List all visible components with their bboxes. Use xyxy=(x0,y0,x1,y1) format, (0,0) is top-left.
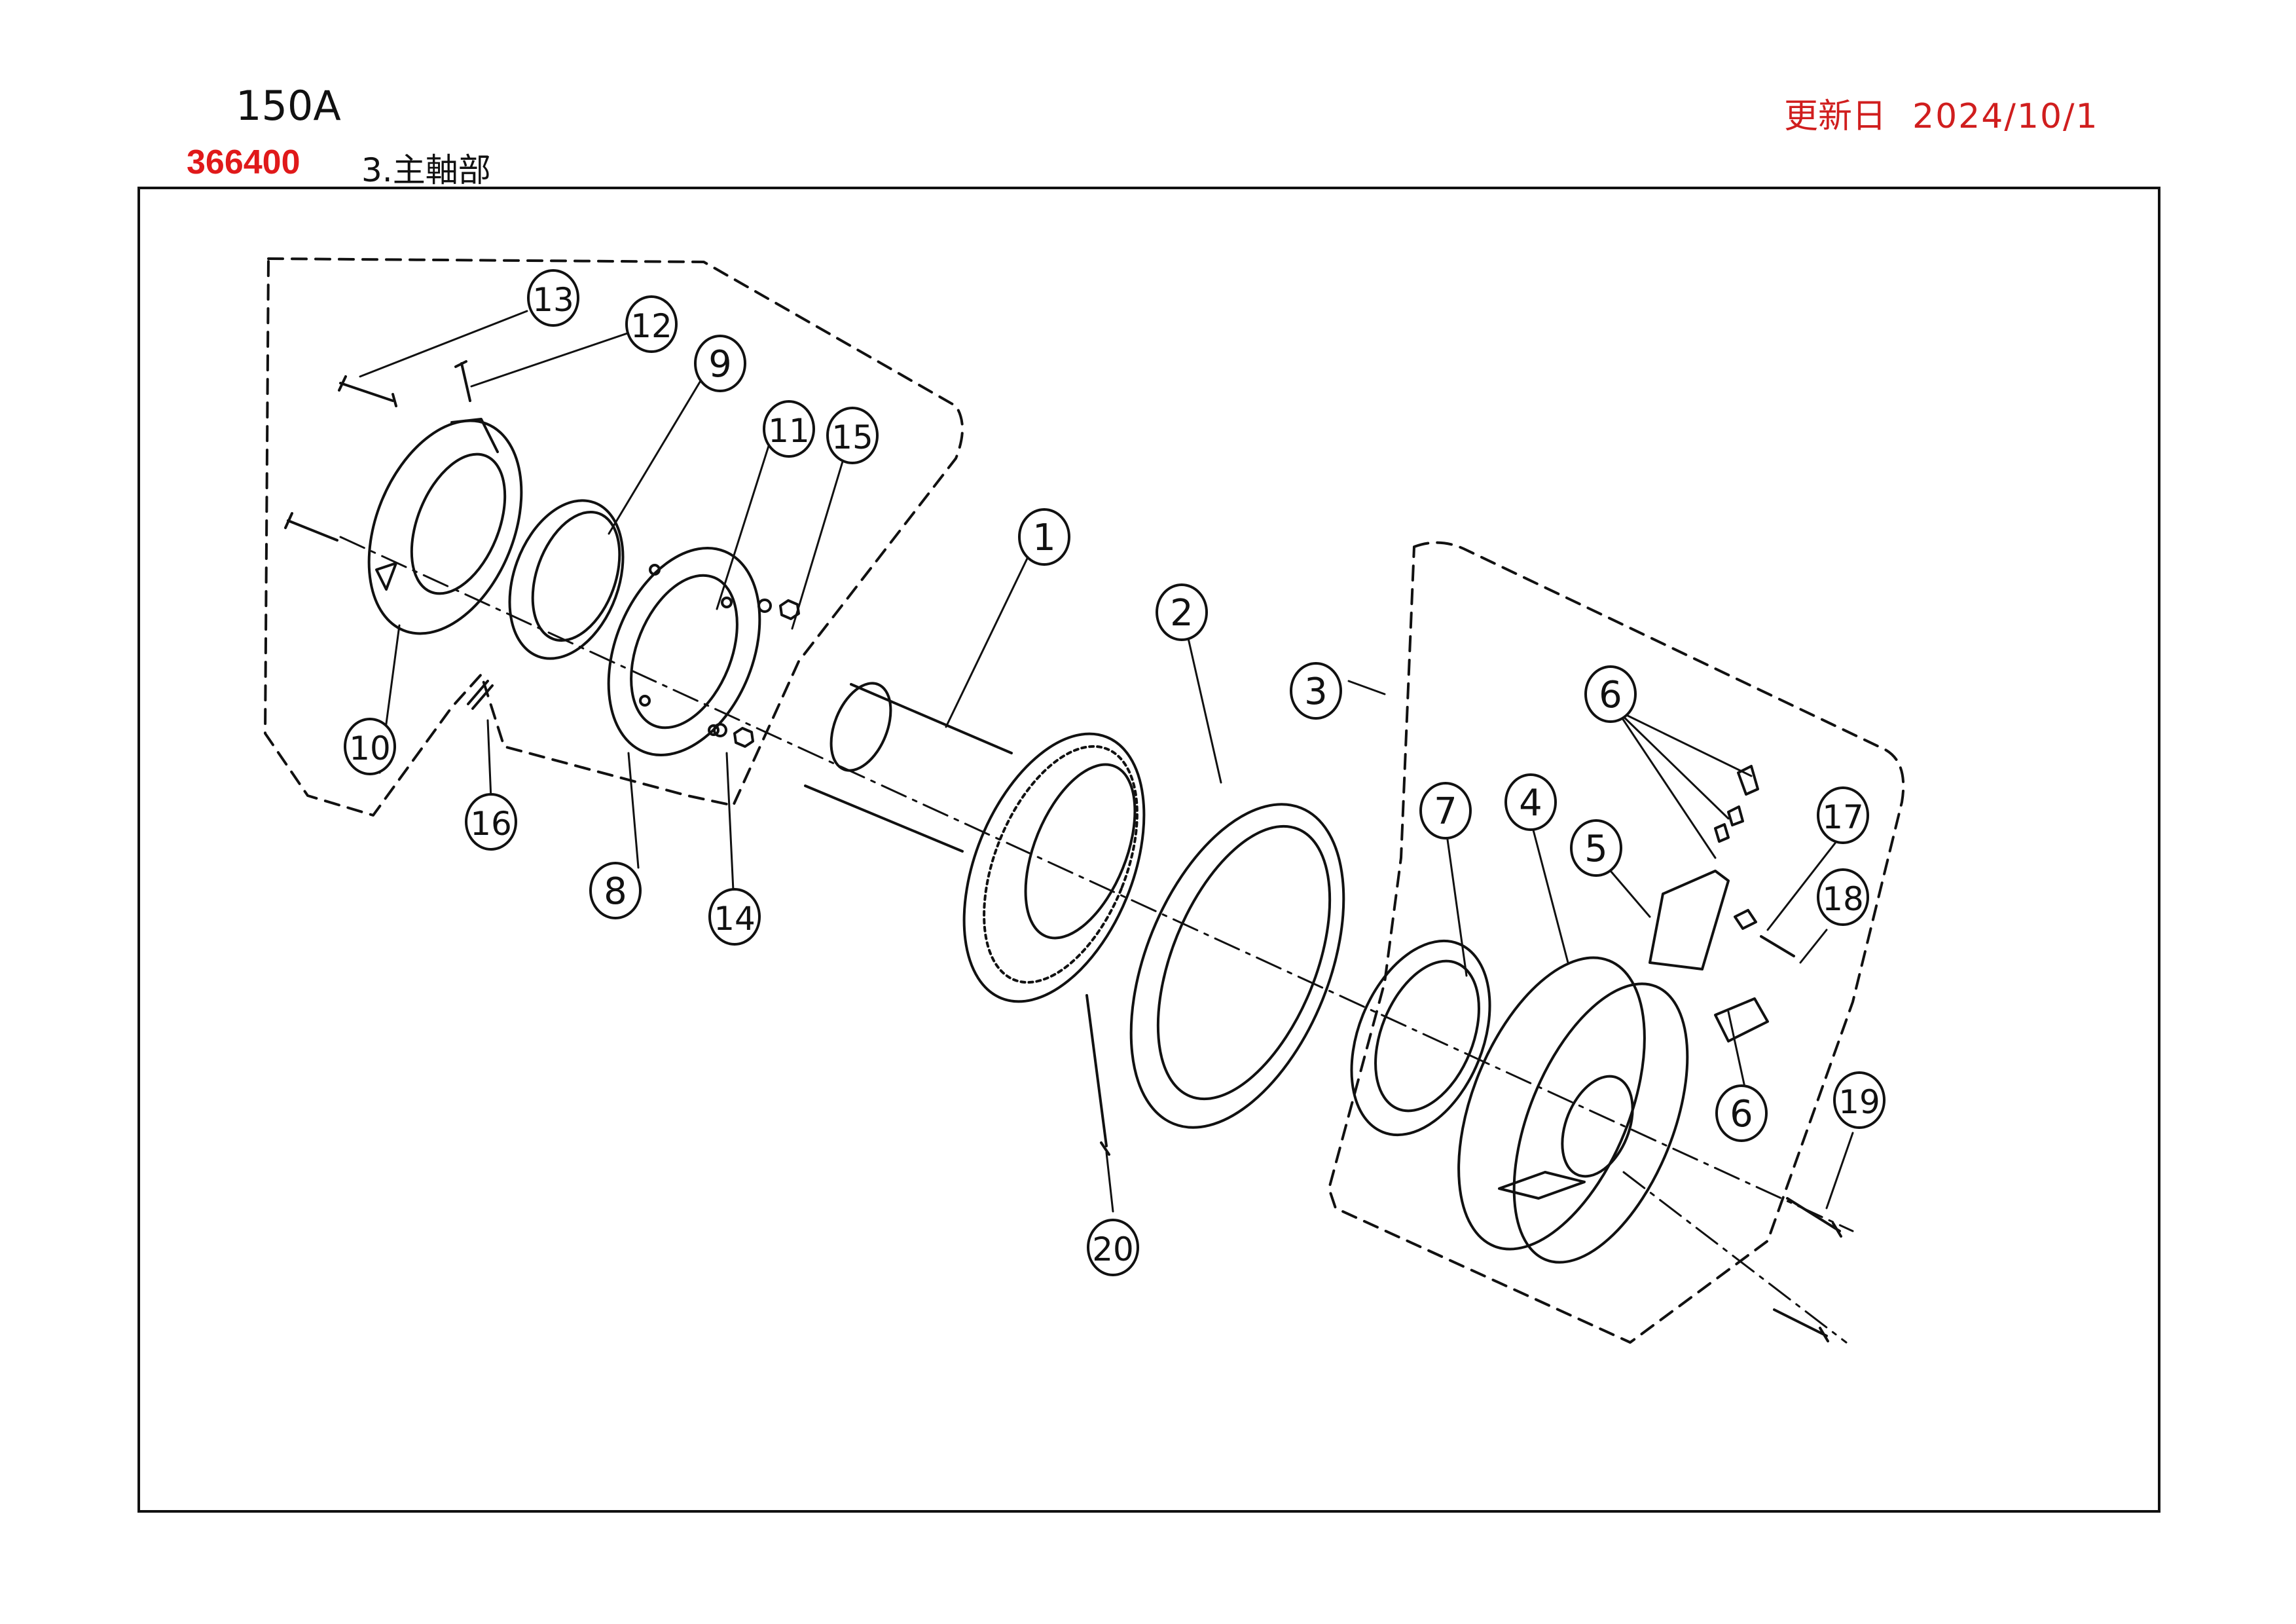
callout-circle-3 xyxy=(1290,662,1342,720)
callout-circle-8 xyxy=(589,862,642,919)
callout-label-18: 18 xyxy=(1822,880,1864,918)
callout-label-1: 1 xyxy=(1032,517,1056,559)
update-value: 2024/10/1 xyxy=(1912,97,2099,136)
part-jaw-assembly xyxy=(1649,765,1795,1043)
part-chuck-body xyxy=(1457,956,1689,1264)
group-boundary-chuck xyxy=(1328,541,1905,1344)
bolt-12 xyxy=(454,360,471,402)
part-seal-ring xyxy=(508,499,625,660)
callout-label-15: 15 xyxy=(831,418,873,456)
callout-circle-2 xyxy=(1156,583,1208,641)
callout-circle-18 xyxy=(1817,868,1869,926)
callout-label-11: 11 xyxy=(768,412,810,450)
callout-label-16: 16 xyxy=(470,805,512,843)
callout-label-5: 5 xyxy=(1584,828,1608,870)
callout-circle-4 xyxy=(1504,773,1557,831)
pin-16 xyxy=(467,680,494,710)
part-cover-plate xyxy=(607,547,761,756)
screw-20 xyxy=(1085,994,1110,1156)
callout-label-6: 6 xyxy=(1730,1093,1753,1135)
callout-circle-19 xyxy=(1833,1071,1886,1129)
callout-circle-7 xyxy=(1419,782,1472,840)
callout-label-6: 6 xyxy=(1599,674,1622,716)
bolt-lower-right xyxy=(1773,1308,1829,1342)
callout-label-7: 7 xyxy=(1434,790,1457,833)
bolt-19 xyxy=(1786,1197,1842,1238)
update-date: 更新日 2024/10/1 xyxy=(1784,88,2099,138)
update-label: 更新日 xyxy=(1784,97,1887,136)
callout-label-17: 17 xyxy=(1822,798,1864,836)
bolt-13 xyxy=(338,375,397,407)
washer-14 xyxy=(713,723,727,737)
callout-circle-12 xyxy=(625,295,678,353)
callout-circle-10 xyxy=(344,718,396,775)
callout-label-14: 14 xyxy=(714,900,756,938)
section-title: 3.主軸部 xyxy=(361,151,491,189)
callout-label-8: 8 xyxy=(604,870,627,913)
callout-circle-14 xyxy=(708,888,761,946)
callout-circle-1 xyxy=(1018,508,1070,566)
nut-14 xyxy=(733,727,754,748)
part-bearing-ring xyxy=(1350,939,1491,1137)
callout-label-13: 13 xyxy=(532,281,574,319)
callout-label-9: 9 xyxy=(708,343,732,386)
callout-circle-16 xyxy=(465,793,517,851)
callout-label-3: 3 xyxy=(1304,671,1328,713)
callout-label-4: 4 xyxy=(1519,782,1542,824)
nut-15 xyxy=(779,599,800,620)
group-boundary-rear xyxy=(264,257,964,817)
washer-15 xyxy=(757,599,772,613)
callout-circle-9 xyxy=(694,335,746,392)
part-number: 366400 xyxy=(187,143,301,181)
callout-circle-17 xyxy=(1817,786,1869,844)
leader-lines xyxy=(359,310,1854,1213)
callout-label-10: 10 xyxy=(349,729,391,767)
callout-circle-5 xyxy=(1570,819,1622,877)
callout-label-2: 2 xyxy=(1170,592,1194,635)
callout-circle-6 xyxy=(1715,1084,1768,1142)
callout-label-12: 12 xyxy=(630,307,672,345)
callout-label-19: 19 xyxy=(1838,1083,1880,1121)
callout-circle-6 xyxy=(1584,665,1637,723)
callout-circle-15 xyxy=(826,407,879,464)
callout-circle-13 xyxy=(527,269,579,327)
bolt-lower xyxy=(284,512,338,542)
callout-circle-20 xyxy=(1087,1219,1139,1276)
callout-circle-11 xyxy=(763,400,815,458)
part-rear-bracket xyxy=(367,418,523,635)
part-ring-nut xyxy=(1129,803,1345,1129)
callout-label-20: 20 xyxy=(1092,1230,1134,1268)
part-main-spindle xyxy=(804,682,1146,1003)
model-name: 150A xyxy=(236,82,341,130)
drawing-frame xyxy=(137,187,2160,1513)
